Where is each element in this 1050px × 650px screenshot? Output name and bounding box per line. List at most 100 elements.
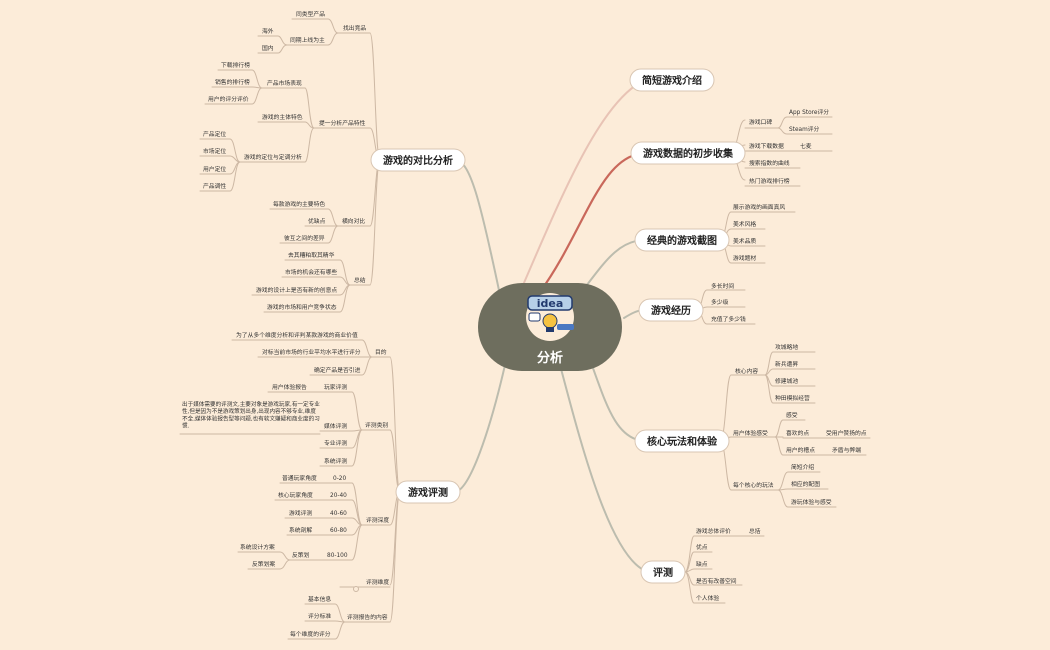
leaf-label-b8-21[interactable]: 80-100 <box>327 553 348 559</box>
leaf-label-b8-27[interactable]: 评分标准 <box>308 612 331 620</box>
leaf-label-b7-19[interactable]: 彼互之间的差异 <box>284 234 325 242</box>
leaf-label-b8-2[interactable]: 对标当前市场的行业平均水平进行评分 <box>262 348 361 356</box>
leaf-label-b7-21[interactable]: 去其糟粕取其精华 <box>288 251 335 259</box>
leaf-label-b4-2[interactable]: 充值了多少钱 <box>711 315 746 323</box>
leaf-label-b2-2[interactable]: Steam评分 <box>789 125 820 133</box>
leaf-label-b7-14[interactable]: 用户定位 <box>203 165 226 173</box>
leaf-label-b8-6[interactable]: 用户体验报告 <box>272 383 307 391</box>
branch-node-b5[interactable]: 核心玩法和体验 <box>634 429 730 453</box>
leaf-label-b3-3[interactable]: 游戏题材 <box>733 254 756 262</box>
leaf-label-b6-2[interactable]: 优点 <box>696 543 708 551</box>
leaf-label-b2-5[interactable]: 搜索指数的曲线 <box>749 159 790 167</box>
leaf-label-b8-28[interactable]: 每个维度的评分 <box>290 630 331 638</box>
leaf-label-b8-15[interactable]: 20-40 <box>330 493 347 499</box>
leaf-label-b7-22[interactable]: 市场的机会还有哪些 <box>285 268 337 276</box>
branch-node-b3[interactable]: 经典的游戏截图 <box>634 228 730 252</box>
leaf-label-b8-5[interactable]: 玩家评测 <box>324 383 347 391</box>
leaf-label-b7-5[interactable]: 提一分析产品特性 <box>319 119 366 127</box>
leaf-label-b3-2[interactable]: 美术品质 <box>733 237 756 245</box>
branch-node-b2[interactable]: 游戏数据的初步收集 <box>630 141 746 165</box>
leaf-label-b6-0[interactable]: 游戏总体评价 <box>696 527 731 535</box>
leaf-label-b7-12[interactable]: 产品定位 <box>203 130 226 138</box>
leaf-label-b7-24[interactable]: 游戏的市场和用户竞争状态 <box>267 303 337 311</box>
branch-node-b6[interactable]: 评测 <box>640 560 686 584</box>
leaf-label-b6-4[interactable]: 是否有改善空间 <box>696 577 737 585</box>
leaf-label-b8-14[interactable]: 核心玩家角度 <box>278 491 313 499</box>
leaf-label-b8-12[interactable]: 普通玩家角度 <box>282 474 317 482</box>
leaf-label-b5-2[interactable]: 新兵遭昇 <box>775 360 798 368</box>
branch-label-b8: 游戏评测 <box>408 486 448 499</box>
leaf-label-b8-24[interactable]: 评测维度 <box>366 578 389 586</box>
leaf-label-b5-9[interactable]: 用户的槽点 <box>786 446 815 454</box>
leaf-label-b5-0[interactable]: 核心内容 <box>735 367 758 375</box>
leaf-label-b5-11[interactable]: 每个核心的玩法 <box>733 481 774 489</box>
leaf-label-b8-1[interactable]: 为了从多个维度分析和评判某款游戏的商业价值 <box>236 331 358 339</box>
leaf-label-b8-3[interactable]: 确定产品是否引进 <box>314 366 361 374</box>
leaf-label-b8-7[interactable]: 媒体评测 <box>324 422 347 430</box>
leaf-label-b6-3[interactable]: 缺点 <box>696 560 708 568</box>
leaf-label-b8-17[interactable]: 40-60 <box>330 511 347 517</box>
leaf-label-b8-11[interactable]: 评测深度 <box>366 516 389 524</box>
leaf-label-b8-23[interactable]: 反策划案 <box>252 560 275 568</box>
leaf-label-b5-13[interactable]: 相应的配图 <box>791 480 820 488</box>
leaf-label-b8-4[interactable]: 评测类别 <box>365 421 388 429</box>
leaf-label-b2-3[interactable]: 游戏下载数据 <box>749 142 784 150</box>
leaf-label-b5-7[interactable]: 喜欢的点 <box>786 429 809 437</box>
leaf-label-b8-25[interactable]: 评测报告的内容 <box>347 613 388 621</box>
leaf-label-b5-1[interactable]: 攻城略地 <box>775 343 798 351</box>
leaf-label-b4-0[interactable]: 多长时间 <box>711 282 734 290</box>
leaf-label-b8-19[interactable]: 60-80 <box>330 528 347 534</box>
leaf-label-b4-1[interactable]: 多少级 <box>711 298 729 306</box>
center-node[interactable]: idea 分析 <box>478 283 622 371</box>
leaf-label-b2-0[interactable]: 游戏口碑 <box>749 118 772 126</box>
leaf-label-b8-13[interactable]: 0-20 <box>333 476 346 482</box>
leaf-label-b5-10[interactable]: 矛盾与弊端 <box>832 446 861 454</box>
leaf-label-b5-12[interactable]: 简短介绍 <box>791 463 814 471</box>
collapse-toggle-icon[interactable] <box>353 586 359 592</box>
leaf-label-b7-15[interactable]: 产品调性 <box>203 182 226 190</box>
leaf-label-b7-6[interactable]: 产品市场表现 <box>267 79 302 87</box>
leaf-label-b7-16[interactable]: 横向对比 <box>342 217 365 225</box>
leaf-label-b8-16[interactable]: 游戏评测 <box>289 509 312 517</box>
leaf-label-b6-5[interactable]: 个人体验 <box>696 594 719 602</box>
leaf-label-b7-7[interactable]: 下载排行榜 <box>221 61 250 69</box>
leaf-label-b2-6[interactable]: 热门游戏排行榜 <box>749 177 790 185</box>
leaf-label-b5-5[interactable]: 用户体验感受 <box>733 429 768 437</box>
leaf-label-b8-18[interactable]: 系统剖解 <box>289 526 312 534</box>
leaf-label-b5-4[interactable]: 种田模拟经营 <box>775 394 810 402</box>
leaf-label-b6-1[interactable]: 总括 <box>749 527 761 535</box>
leaf-label-b7-10[interactable]: 游戏的主体特色 <box>262 113 303 121</box>
leaf-label-b5-14[interactable]: 游玩体验与感受 <box>791 498 832 506</box>
leaf-label-b8-20[interactable]: 反策划 <box>292 551 310 559</box>
leaf-label-b7-18[interactable]: 优缺点 <box>308 217 326 225</box>
leaf-label-b3-1[interactable]: 美术风格 <box>733 220 756 228</box>
leaf-label-b5-8[interactable]: 受用户赞扬的点 <box>826 429 867 437</box>
branch-node-b4[interactable]: 游戏经历 <box>638 298 704 322</box>
leaf-label-b7-4[interactable]: 国内 <box>262 44 274 52</box>
leaf-label-b8-9[interactable]: 专业评测 <box>324 439 347 447</box>
leaf-label-b7-20[interactable]: 总结 <box>354 276 366 284</box>
leaf-label-b7-0[interactable]: 找出竞品 <box>343 24 366 32</box>
leaf-label-b3-0[interactable]: 展示游戏的画面真风 <box>733 203 785 211</box>
leaf-label-b7-1[interactable]: 同类型产品 <box>296 10 325 18</box>
leaf-label-b2-1[interactable]: App Store评分 <box>789 108 829 116</box>
leaf-label-b7-2[interactable]: 同期上线为主 <box>290 36 325 44</box>
leaf-label-b7-3[interactable]: 海外 <box>262 27 274 35</box>
branch-node-b8[interactable]: 游戏评测 <box>395 480 461 504</box>
leaf-label-b7-23[interactable]: 游戏的设计上是否有新的创意点 <box>256 286 337 294</box>
leaf-label-b7-8[interactable]: 销售的排行榜 <box>215 78 250 86</box>
leaf-label-b8-22[interactable]: 系统设计方案 <box>240 543 275 551</box>
branch-node-b1[interactable]: 简短游戏介绍 <box>629 68 715 92</box>
leaf-label-b7-17[interactable]: 每款游戏的主要特色 <box>273 200 325 208</box>
leaf-label-b7-11[interactable]: 游戏的定位与定调分析 <box>244 153 302 161</box>
leaf-label-b8-10[interactable]: 系统评测 <box>324 457 347 465</box>
leaf-label-b8-26[interactable]: 基本信息 <box>308 595 331 603</box>
leaf-label-b2-4[interactable]: 七麦 <box>800 142 812 150</box>
branch-node-b7[interactable]: 游戏的对比分析 <box>370 148 466 172</box>
leaf-label-b5-6[interactable]: 感受 <box>786 411 798 419</box>
leaf-label-b5-3[interactable]: 修建城池 <box>775 377 798 385</box>
leaf-label-b8-0[interactable]: 目的 <box>375 348 387 356</box>
leaf-label-b7-9[interactable]: 用户的评分评价 <box>208 95 249 103</box>
leaf-label-b7-13[interactable]: 市场定位 <box>203 147 226 155</box>
